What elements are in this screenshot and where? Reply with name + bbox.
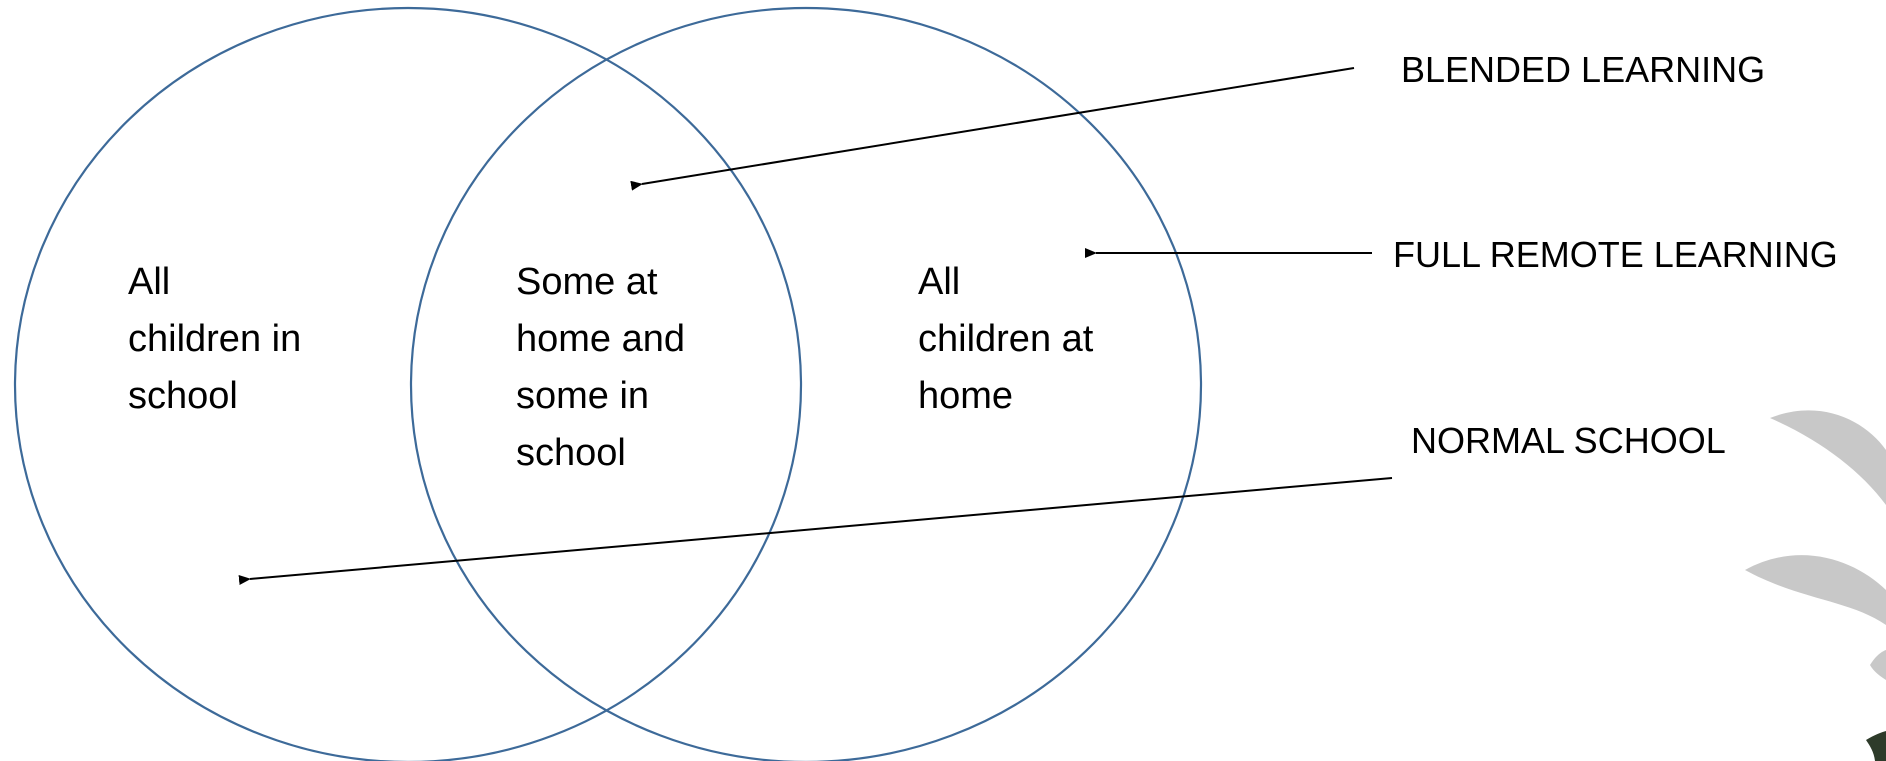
- leaf-decoration-stem: [1866, 731, 1886, 761]
- venn-circle-left: [14, 7, 802, 761]
- region-label-overlap: Some at home and some in school: [516, 261, 686, 474]
- callout-full-remote-learning: FULL REMOTE LEARNING: [1393, 234, 1838, 275]
- venn-circle-right: [410, 7, 1202, 761]
- arrow-normal-school: [238, 477, 1393, 585]
- region-label-left: All children in school: [128, 261, 302, 417]
- leaf-decoration-lower: [1745, 555, 1886, 625]
- leaf-decoration-tip: [1870, 650, 1886, 680]
- region-label-right: All children at home: [918, 261, 1094, 417]
- arrow-blended-learning: [630, 67, 1355, 191]
- leaf-decoration-upper: [1770, 410, 1886, 505]
- callout-normal-school: NORMAL SCHOOL: [1411, 420, 1726, 461]
- callout-blended-learning: BLENDED LEARNING: [1401, 49, 1766, 90]
